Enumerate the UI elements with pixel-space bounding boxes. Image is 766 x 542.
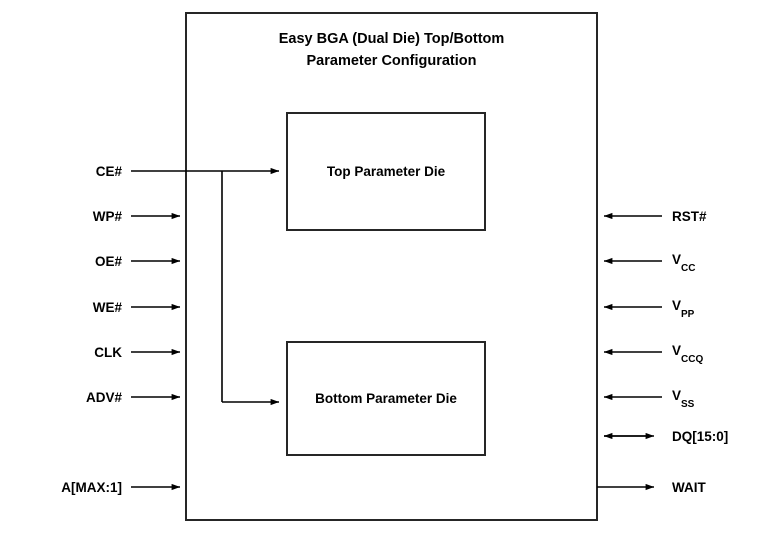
signal-label-we: WE#	[92, 300, 122, 315]
package-title: Easy BGA (Dual Die) Top/Bottom Parameter…	[186, 28, 597, 73]
signal-label-vpp-sub: PP	[681, 308, 695, 320]
package-title-line-1: Easy BGA (Dual Die) Top/Bottom	[278, 31, 505, 47]
top-parameter-die-label: Top Parameter Die	[326, 164, 446, 179]
package-outline	[185, 12, 598, 521]
package-title-line-2: Parameter Configuration	[306, 53, 477, 70]
top-parameter-die-box	[286, 112, 486, 231]
signal-label-vccq-base: V	[672, 343, 682, 358]
signal-label-vpp-base: V	[672, 298, 682, 313]
signal-label-wait-base: WAIT	[672, 480, 706, 495]
signal-label-a-max: A[MAX:1]	[61, 480, 122, 495]
signal-label-vss-base: V	[672, 388, 682, 403]
signal-label-rst-base: RST#	[672, 209, 707, 224]
bottom-parameter-die-label: Bottom Parameter Die	[315, 391, 457, 406]
signal-label-adv: ADV#	[85, 390, 122, 405]
signal-label-dq-base: DQ[15:0]	[672, 429, 729, 444]
signal-label-vccq: VCCQ	[672, 343, 704, 365]
signal-label-ce: CE#	[95, 164, 122, 179]
signal-label-vpp: VPP	[672, 298, 695, 320]
signal-label-wp: WP#	[92, 209, 122, 224]
signal-label-vcc-base: V	[672, 252, 682, 267]
signal-label-vcc: VCC	[672, 252, 696, 274]
signal-label-vss-sub: SS	[681, 398, 695, 410]
signal-label-vccq-sub: CCQ	[681, 353, 704, 365]
signal-label-rst: RST#	[672, 209, 707, 224]
bottom-parameter-die-box	[286, 341, 486, 456]
signal-label-clk: CLK	[94, 345, 122, 360]
signal-label-wait: WAIT	[672, 480, 706, 495]
signal-label-vcc-sub: CC	[681, 262, 696, 274]
signal-label-dq: DQ[15:0]	[672, 429, 728, 444]
wire-ce	[131, 167, 280, 406]
signal-label-vss: VSS	[672, 388, 695, 410]
signal-label-oe: OE#	[94, 254, 122, 269]
